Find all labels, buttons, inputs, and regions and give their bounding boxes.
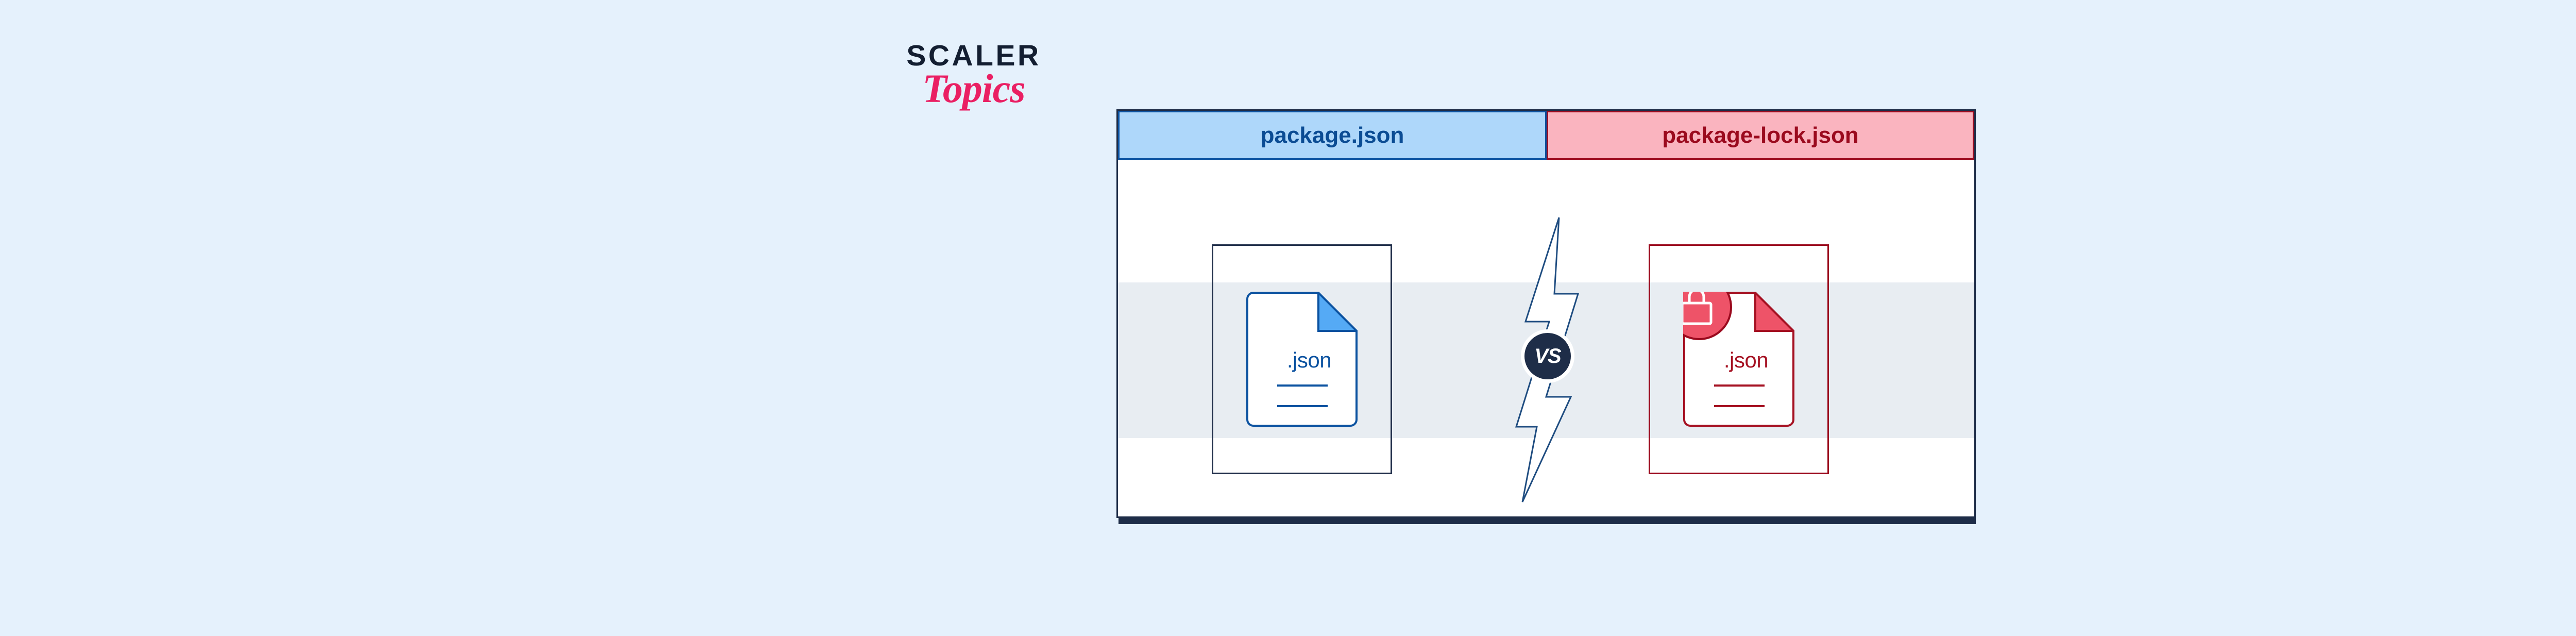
vs-badge: VS (1521, 329, 1574, 383)
header-package-json: package.json (1118, 111, 1547, 160)
json-document-icon: .json (1246, 292, 1358, 427)
card-header: package.json package-lock.json (1118, 111, 1974, 160)
lock-badge (1683, 292, 1732, 340)
panel-package-lock-json: .json (1649, 244, 1829, 474)
document-shape-locked-icon (1683, 292, 1794, 427)
doc-extension-label-right: .json (1723, 348, 1769, 372)
doc-extension-label-left: .json (1286, 348, 1332, 372)
vs-label: VS (1534, 345, 1561, 367)
document-shape-icon (1246, 292, 1358, 427)
header-package-lock-json: package-lock.json (1547, 111, 1974, 160)
logo-wordmark-topics: Topics (922, 66, 1025, 111)
versus-divider: VS (1510, 215, 1585, 504)
scaler-topics-logo: SCALER Topics (881, 41, 1066, 134)
panel-package-json: .json (1212, 244, 1392, 474)
comparison-card: package.json package-lock.json .json (1116, 109, 1976, 524)
card-body: package.json package-lock.json .json (1116, 109, 1976, 518)
json-lock-document-icon: .json (1683, 292, 1794, 427)
logo-wordmark-scaler: SCALER (906, 39, 1041, 72)
card-base-bar (1118, 518, 1976, 524)
